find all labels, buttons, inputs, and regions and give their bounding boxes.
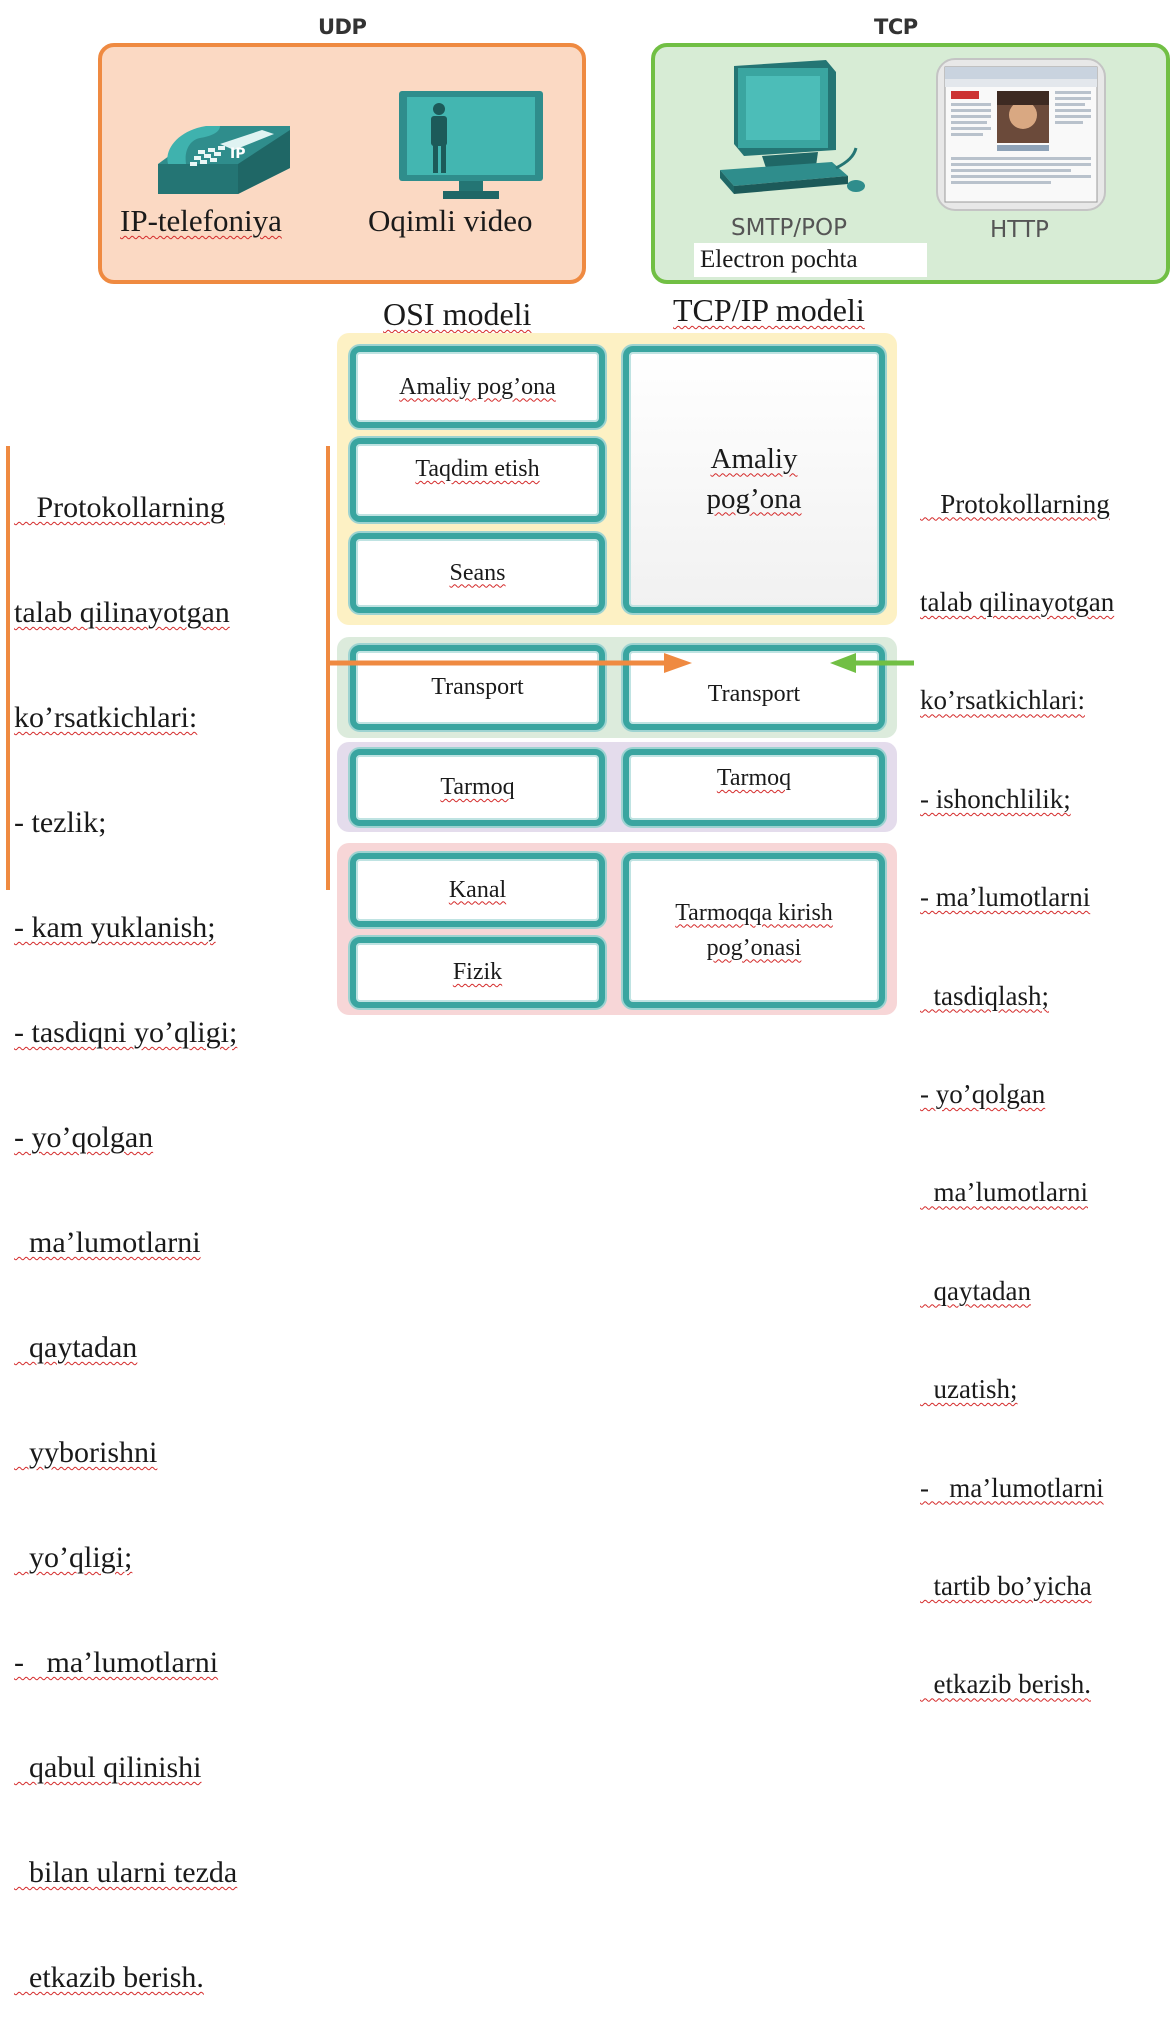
- udp-heading: UDP: [318, 15, 367, 39]
- tcp-heading: TCP: [874, 15, 918, 39]
- udp-app-label-ip-telephony: IP-telefoniya: [120, 203, 282, 238]
- osi-layer-physical: Fizik: [350, 937, 605, 1008]
- tcp-requirement-line: tartib bo’yicha: [920, 1570, 1092, 1601]
- tcp-protocol-http: HTTP: [990, 217, 1049, 243]
- tcp-requirement-line: etkazib berish.: [920, 1669, 1091, 1700]
- tcp-requirement-line: ko’rsatkichlari:: [920, 685, 1085, 716]
- udp-requirement-line: - yo’qolgan: [14, 1121, 154, 1154]
- tcp-requirement-line: - ma’lumotlarni: [920, 1472, 1104, 1503]
- udp-requirement-line: qaytadan: [14, 1331, 138, 1364]
- tcp-requirement-line: talab qilinayotgan: [920, 586, 1115, 617]
- osi-layer-transport: Transport: [350, 645, 605, 730]
- tcpip-layer-internet: Tarmoq: [623, 749, 885, 826]
- udp-requirement-line: - kam yuklanish;: [14, 911, 216, 944]
- tcpip-layer-application: Amaliy pog’ona: [623, 346, 885, 613]
- osi-layer-session: Seans: [350, 533, 605, 613]
- desktop-computer-icon: [720, 60, 865, 194]
- tcp-requirement-line: - ma’lumotlarni: [920, 882, 1091, 913]
- tcp-requirement-line: tasdiqlash;: [920, 980, 1050, 1011]
- osi-layer-presentation: Taqdim etish: [350, 438, 605, 522]
- tcpip-model-title: TCP/IP modeli: [673, 292, 865, 328]
- tcp-protocol-smtp-pop: SMTP/POP: [731, 215, 847, 241]
- tcp-requirement-line: qaytadan: [920, 1275, 1031, 1306]
- osi-model-title: OSI modeli: [383, 296, 532, 332]
- udp-requirements-bracket: [6, 446, 330, 890]
- udp-requirement-line: - tezlik;: [14, 806, 107, 839]
- tcp-requirements-list: Protokollarning talab qilinayotgan ko’rs…: [920, 422, 1174, 1734]
- udp-requirement-line: - ma’lumotlarni: [14, 1646, 219, 1679]
- tcp-requirement-line: - ishonchlilik;: [920, 783, 1071, 814]
- udp-requirements-list: Protokollarning talab qilinayotgan ko’rs…: [14, 420, 324, 2030]
- udp-requirement-line: talab qilinayotgan: [14, 596, 230, 629]
- video-monitor-icon: [399, 91, 543, 199]
- web-browser-icon: [936, 58, 1106, 211]
- udp-requirement-line: bilan ularni tezda: [14, 1856, 238, 1889]
- udp-requirement-line: qabul qilinishi: [14, 1751, 202, 1784]
- svg-text:IP: IP: [230, 146, 245, 162]
- tcp-requirement-line: Protokollarning: [920, 488, 1110, 519]
- udp-requirement-line: etkazib berish.: [14, 1961, 204, 1994]
- udp-requirement-line: ma’lumotlarni: [14, 1226, 201, 1259]
- tcp-requirement-line: - yo’qolgan: [920, 1078, 1046, 1109]
- udp-requirement-line: - tasdiqni yo’qligi;: [14, 1016, 238, 1049]
- tcp-app-label-email: Electron pochta: [694, 243, 927, 277]
- osi-layer-data-link: Kanal: [350, 853, 605, 927]
- udp-requirement-line: Protokollarning: [14, 491, 225, 524]
- udp-requirement-line: ko’rsatkichlari:: [14, 701, 198, 734]
- osi-layer-application: Amaliy pog’ona: [350, 346, 605, 428]
- udp-requirement-line: yyborishni: [14, 1436, 158, 1469]
- tcp-requirement-line: ma’lumotlarni: [920, 1177, 1088, 1208]
- tcpip-layer-network-access: Tarmoqqa kirish pog’onasi: [623, 853, 885, 1008]
- udp-requirement-line: yo’qligi;: [14, 1541, 133, 1574]
- udp-app-label-streaming-video: Oqimli video: [368, 203, 533, 238]
- udp-to-transport-arrow: [326, 653, 692, 673]
- osi-layer-network: Tarmoq: [350, 749, 605, 826]
- ip-phone-icon: IP: [158, 126, 290, 194]
- tcp-to-transport-arrow: [830, 653, 914, 673]
- tcp-requirement-line: uzatish;: [920, 1374, 1018, 1405]
